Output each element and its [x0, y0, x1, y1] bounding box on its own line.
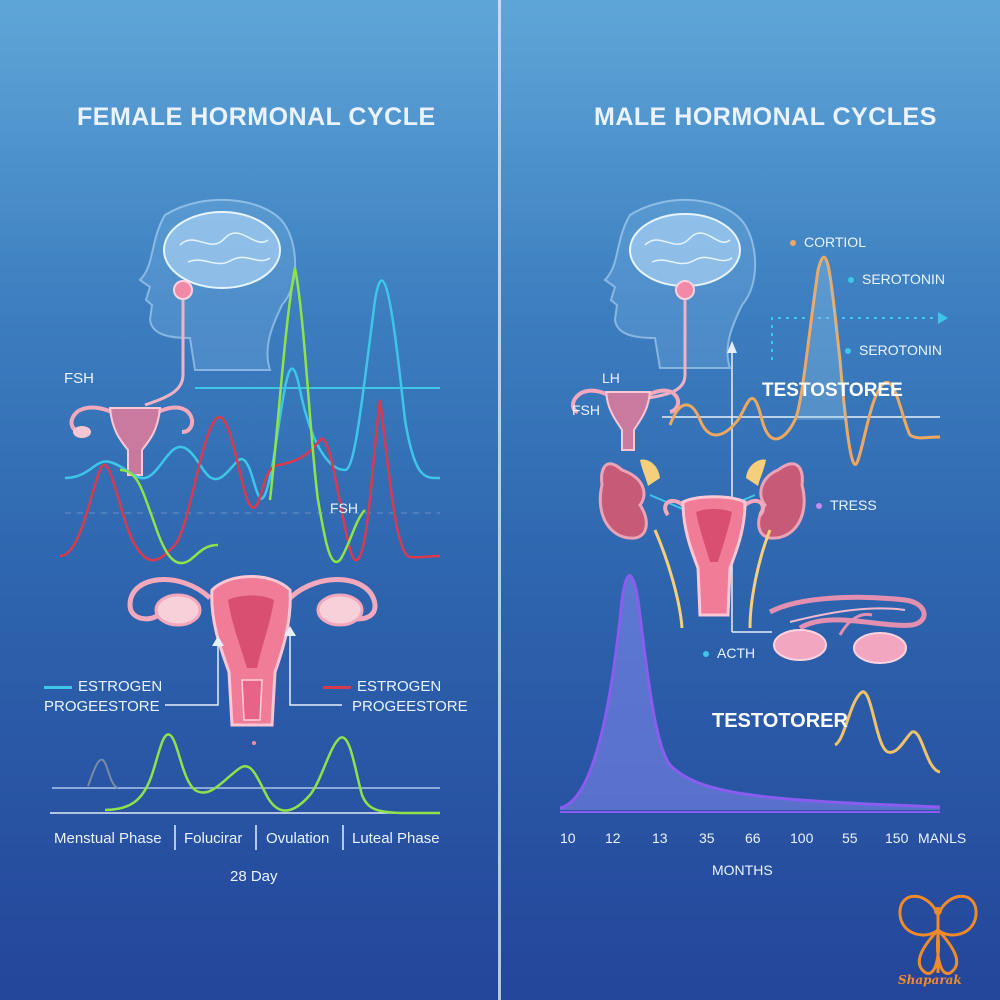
small-uterus-icon — [69, 405, 194, 476]
uterus-icon — [663, 495, 765, 617]
cycle-length: 28 Day — [230, 868, 278, 885]
legend-swatch — [323, 685, 351, 689]
testosterone-area — [560, 575, 940, 810]
ureter-lines — [653, 529, 772, 629]
estrogen-curve — [64, 279, 441, 500]
fsh-label-mid: FSH — [330, 500, 358, 516]
x-tick: 66 — [745, 830, 761, 846]
male-title: MALE HORMONAL CYCLES — [594, 103, 937, 131]
legend-dot — [816, 503, 822, 510]
logo-text: Shaparak — [898, 973, 962, 987]
kidney-right-icon — [746, 459, 806, 540]
arrow-right-icon — [938, 312, 948, 324]
fsh-label: FSH — [64, 370, 94, 387]
lh-label: LH — [602, 370, 620, 386]
fsh-curve-bottom — [104, 733, 441, 815]
legend-dot — [703, 651, 709, 658]
progesterone-curve — [59, 399, 441, 562]
x-tick: 13 — [652, 830, 668, 846]
female-illustration — [50, 198, 441, 850]
kidney-left-icon — [598, 459, 660, 540]
serotonin-dotted-line — [771, 317, 940, 360]
testotorer-label: TESTOTORER — [712, 710, 848, 732]
butterfly-icon — [898, 894, 978, 975]
arrow-up-icon — [284, 626, 296, 636]
pointer-line — [289, 630, 342, 706]
x-tick: 12 — [605, 830, 621, 846]
legend-progesterone-right: PROGEESTORE — [352, 698, 468, 715]
legend-dot — [848, 277, 854, 284]
testes-icon — [768, 594, 927, 664]
legend-dot — [845, 348, 851, 355]
uterus-icon — [127, 575, 378, 745]
x-tick: MANLS — [918, 830, 967, 846]
x-tick: 100 — [790, 830, 814, 846]
pointer-line — [165, 640, 219, 706]
brain-icon — [163, 211, 281, 300]
testosterone-curve — [559, 574, 941, 810]
connector-line — [647, 300, 687, 400]
cortisol-curve — [668, 255, 941, 466]
legend-serotonin-2: SEROTONIN — [845, 342, 942, 358]
testostoree-label: TESTOSTOREE — [762, 380, 903, 401]
connector-line — [144, 300, 185, 407]
male-illustration — [559, 198, 948, 813]
arrow-up-icon — [212, 636, 224, 646]
phase-ovulation: Ovulation — [266, 830, 330, 847]
fsh-label: FSH — [572, 402, 600, 418]
female-title: FEMALE HORMONAL CYCLE — [77, 103, 436, 131]
legend-swatch — [44, 685, 72, 689]
legend-tress: TRESS — [816, 497, 877, 513]
panel-divider — [498, 0, 501, 1000]
male-panel: MALE HORMONAL CYCLES CORTIOL SEROTONIN S… — [500, 0, 1000, 1000]
arrow-up-icon — [727, 341, 737, 353]
legend-estrogen-right: ESTROGEN — [323, 678, 441, 695]
shaparak-logo: Shaparak — [888, 885, 988, 995]
legend-serotonin-1: SEROTONIN — [848, 271, 945, 287]
legend-dot — [790, 240, 796, 247]
x-tick: 10 — [560, 830, 576, 846]
phase-menstrual: Menstual Phase — [54, 830, 162, 847]
legend-estrogen-left: ESTROGEN — [44, 678, 162, 695]
menstrual-curve — [87, 758, 119, 789]
legend-acth: ACTH — [703, 645, 755, 661]
x-tick: 150 — [885, 830, 909, 846]
testotorer-curve — [834, 690, 941, 774]
female-panel: FEMALE HORMONAL CYCLE FSH FSH ESTROGEN P… — [44, 103, 468, 885]
legend-progesterone-left: PROGEESTORE — [44, 698, 160, 715]
fsh-curve — [119, 267, 366, 565]
phase-follicular: Folucirar — [184, 830, 243, 847]
cortisol-peak-fill — [796, 259, 848, 420]
phase-luteal: Luteal Phase — [352, 830, 440, 847]
legend-cortiol: CORTIOL — [790, 234, 866, 250]
brain-icon — [629, 213, 741, 300]
x-tick: 35 — [699, 830, 715, 846]
x-tick: 55 — [842, 830, 858, 846]
x-axis-label: MONTHS — [712, 862, 773, 878]
small-uterus-icon — [571, 388, 681, 451]
